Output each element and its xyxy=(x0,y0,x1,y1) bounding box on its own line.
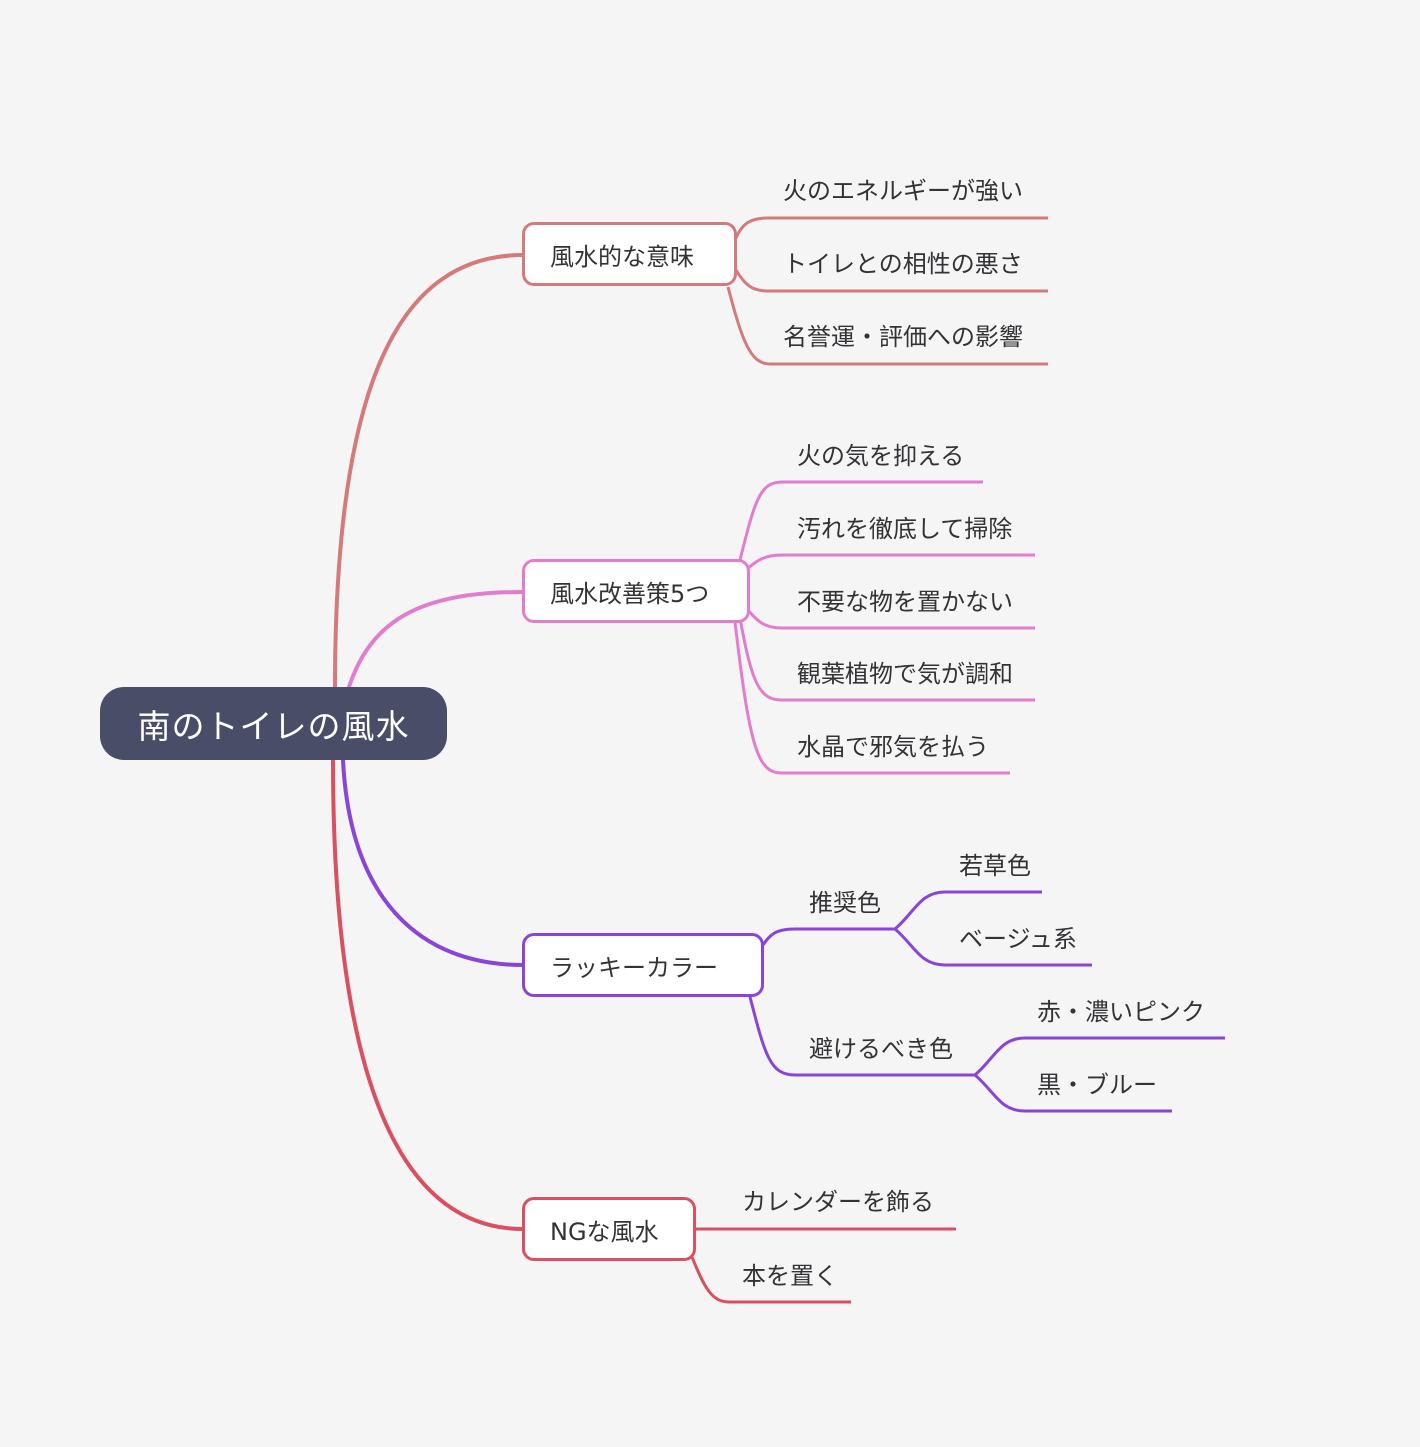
link-root-b2 xyxy=(341,759,524,967)
link-b0-l1 xyxy=(734,269,1048,293)
link-b1-l4 xyxy=(733,621,1010,775)
sub-recommended-colors[interactable]: 推奨色 xyxy=(809,889,881,917)
link-b2-s0-l1 xyxy=(894,927,1092,967)
leaf-fire-energy[interactable]: 火のエネルギーが強い xyxy=(783,177,1023,205)
link-b2-s0 xyxy=(761,927,895,946)
link-b3-l1 xyxy=(688,1251,851,1304)
link-b1-l3 xyxy=(738,617,1035,702)
link-b2-s0-l0 xyxy=(894,890,1042,931)
sub-colors-to-avoid[interactable]: 避けるべき色 xyxy=(809,1035,953,1063)
leaf-no-unneeded-items[interactable]: 不要な物を置かない xyxy=(797,588,1013,616)
branch-lucky-colors[interactable]: ラッキーカラー xyxy=(522,933,764,997)
link-b1-l2 xyxy=(746,609,1035,630)
leaf-red-deep-pink[interactable]: 赤・濃いピンク xyxy=(1037,998,1205,1026)
link-b2-s1 xyxy=(748,996,975,1077)
branch-improvement-tips[interactable]: 風水改善策5つ xyxy=(522,559,750,623)
leaf-light-green[interactable]: 若草色 xyxy=(959,852,1031,880)
branch-ng-feng-shui[interactable]: NGな風水 xyxy=(522,1197,696,1261)
link-root-b1 xyxy=(346,590,524,691)
link-b2-s1-l1 xyxy=(974,1073,1172,1113)
leaf-houseplants[interactable]: 観葉植物で気が調和 xyxy=(797,660,1013,688)
leaf-calendar[interactable]: カレンダーを飾る xyxy=(742,1188,934,1216)
leaf-reputation-luck[interactable]: 名誉運・評価への影響 xyxy=(783,323,1023,351)
leaf-books[interactable]: 本を置く xyxy=(742,1262,838,1290)
leaf-toilet-compatibility[interactable]: トイレとの相性の悪さ xyxy=(783,250,1023,278)
link-b2-s1-l0 xyxy=(974,1036,1225,1077)
branch-feng-shui-meaning[interactable]: 風水的な意味 xyxy=(522,222,737,286)
link-b1-l0 xyxy=(738,480,983,561)
link-b0-l2 xyxy=(726,286,1048,366)
link-b1-l1 xyxy=(747,553,1035,570)
link-root-b0 xyxy=(333,253,524,688)
link-root-b3 xyxy=(331,759,524,1231)
leaf-crystal[interactable]: 水晶で邪気を払う xyxy=(797,733,989,761)
leaf-black-blue[interactable]: 黒・ブルー xyxy=(1037,1071,1157,1099)
link-b0-l0 xyxy=(734,216,1048,239)
leaf-clean-thoroughly[interactable]: 汚れを徹底して掃除 xyxy=(797,515,1013,543)
leaf-beige[interactable]: ベージュ系 xyxy=(959,925,1077,953)
leaf-suppress-fire[interactable]: 火の気を抑える xyxy=(797,442,965,470)
root-topic[interactable]: 南のトイレの風水 xyxy=(100,687,447,760)
